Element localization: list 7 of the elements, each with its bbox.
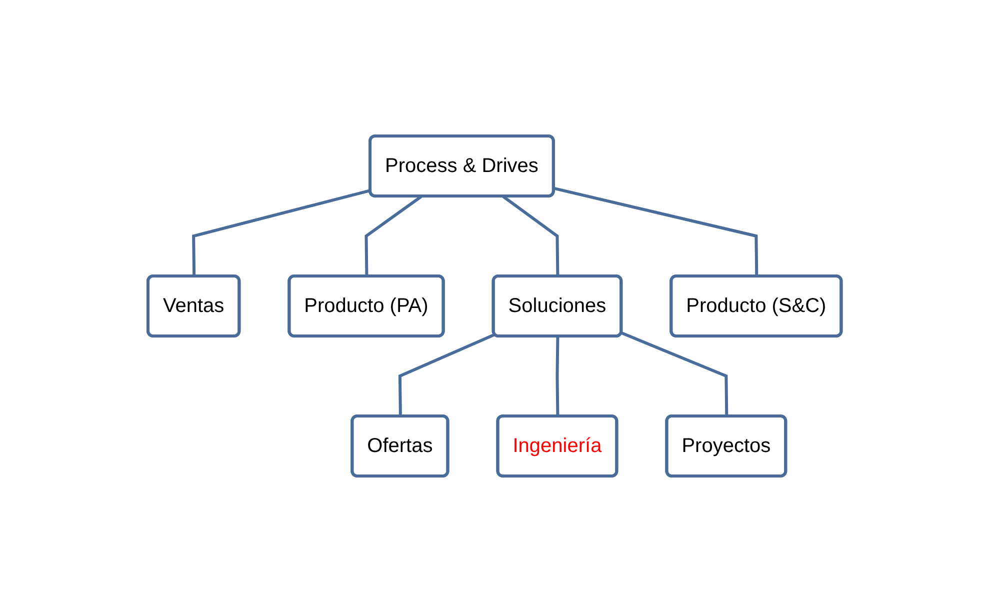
connector xyxy=(192,188,371,277)
connector xyxy=(620,332,728,417)
connector xyxy=(502,195,560,277)
connector xyxy=(364,195,422,277)
connector xyxy=(556,336,560,417)
connector xyxy=(398,333,496,417)
connector xyxy=(553,186,758,277)
